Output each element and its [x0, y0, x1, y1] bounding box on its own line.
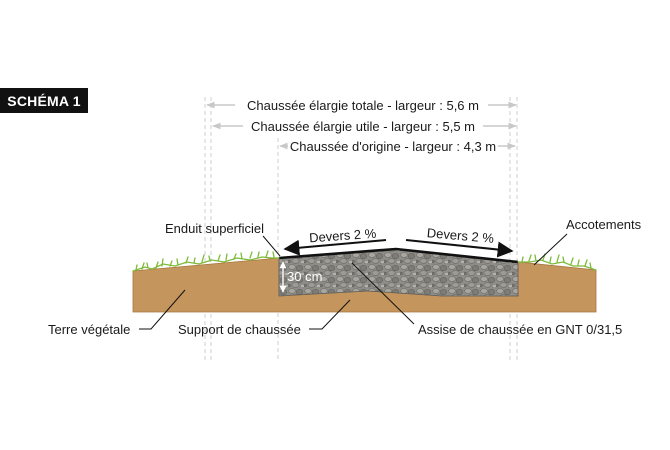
guide-lines [204, 97, 518, 360]
accotements-label: Accotements [566, 217, 642, 232]
schema-badge: SCHÉMA 1 [0, 88, 88, 113]
leader-terre [139, 289, 186, 330]
dimension-lines [206, 101, 517, 150]
enduit-superficiel-surface [278, 247, 519, 264]
leader-lines [139, 233, 568, 330]
enduit-label: Enduit superficiel [165, 221, 264, 236]
support-label: Support de chaussée [178, 322, 301, 337]
terre-label: Terre végétale [48, 322, 130, 337]
leader-assise [351, 262, 415, 325]
leader-support [309, 299, 351, 330]
devers-left-arrow [283, 239, 387, 256]
leader-enduit [262, 235, 281, 257]
dim-origine-label: Chaussée d'origine - largeur : 4,3 m [290, 139, 496, 154]
dim-total-label: Chaussée élargie totale - largeur : 5,6 … [247, 98, 479, 113]
dim-utile-label: Chaussée élargie utile - largeur : 5,5 m [251, 119, 475, 134]
assise-label: Assise de chaussée en GNT 0/31,5 [418, 322, 622, 337]
leader-accotements [533, 233, 568, 266]
grass-left [132, 250, 280, 272]
devers-right-label: Devers 2 % [426, 225, 495, 246]
grass-right [517, 253, 597, 271]
devers-right-arrow [405, 239, 514, 258]
devers-left-label: Devers 2 % [309, 226, 378, 246]
thickness-label: 30 cm [287, 269, 322, 284]
